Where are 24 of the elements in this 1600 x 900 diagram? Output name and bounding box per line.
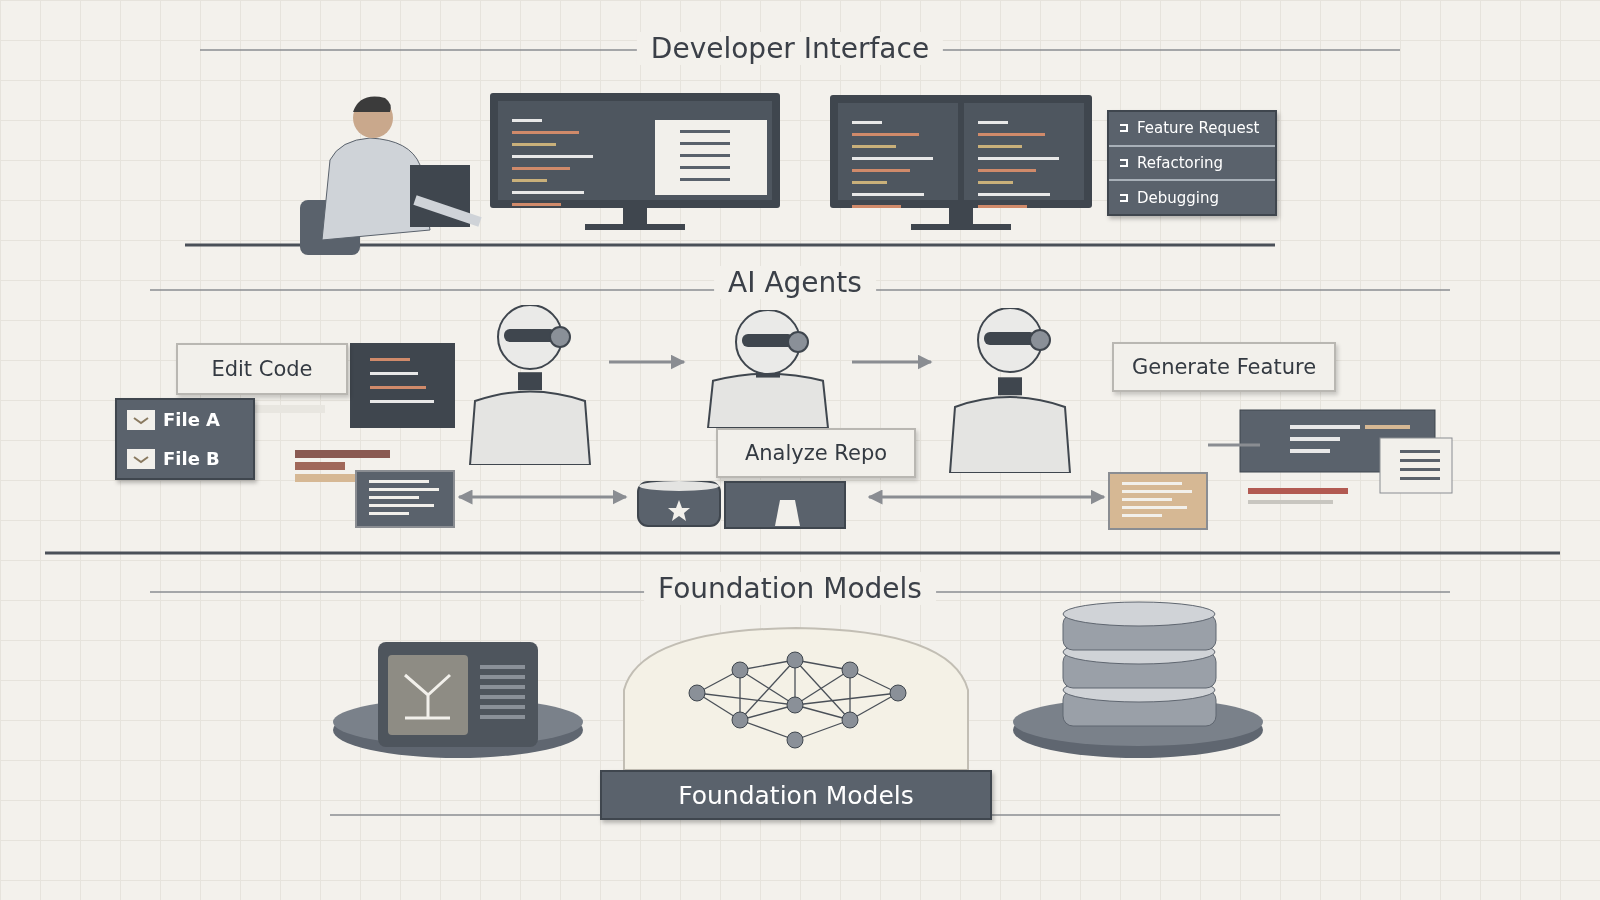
section-heading: Foundation Models [644,572,936,605]
arrow [867,489,1106,505]
label-box [1112,342,1336,392]
document-panel [355,470,455,528]
menu-item-text: File B [163,448,220,469]
menu-panel [1107,110,1277,216]
document-panel [1108,472,1208,530]
label-box [176,343,348,395]
menu-panel [115,398,255,480]
arrow [457,489,628,505]
menu-item-text: Debugging [1137,188,1220,207]
arrow [852,354,933,370]
foundation-models-label: Foundation Models [678,780,914,810]
menu-item-text: Refactoring [1137,154,1224,172]
menu-item-text: Feature Request [1137,119,1260,138]
menu-item-text: File A [163,409,221,430]
section-heading: Developer Interface [636,32,944,65]
step-label: Edit Code [211,357,313,381]
label-box [600,770,992,820]
section-heading: AI Agents [714,266,876,299]
step-label: Generate Feature [1131,355,1317,379]
arrow [609,354,686,370]
label-box [716,428,916,478]
step-label: Analyze Repo [744,441,888,465]
